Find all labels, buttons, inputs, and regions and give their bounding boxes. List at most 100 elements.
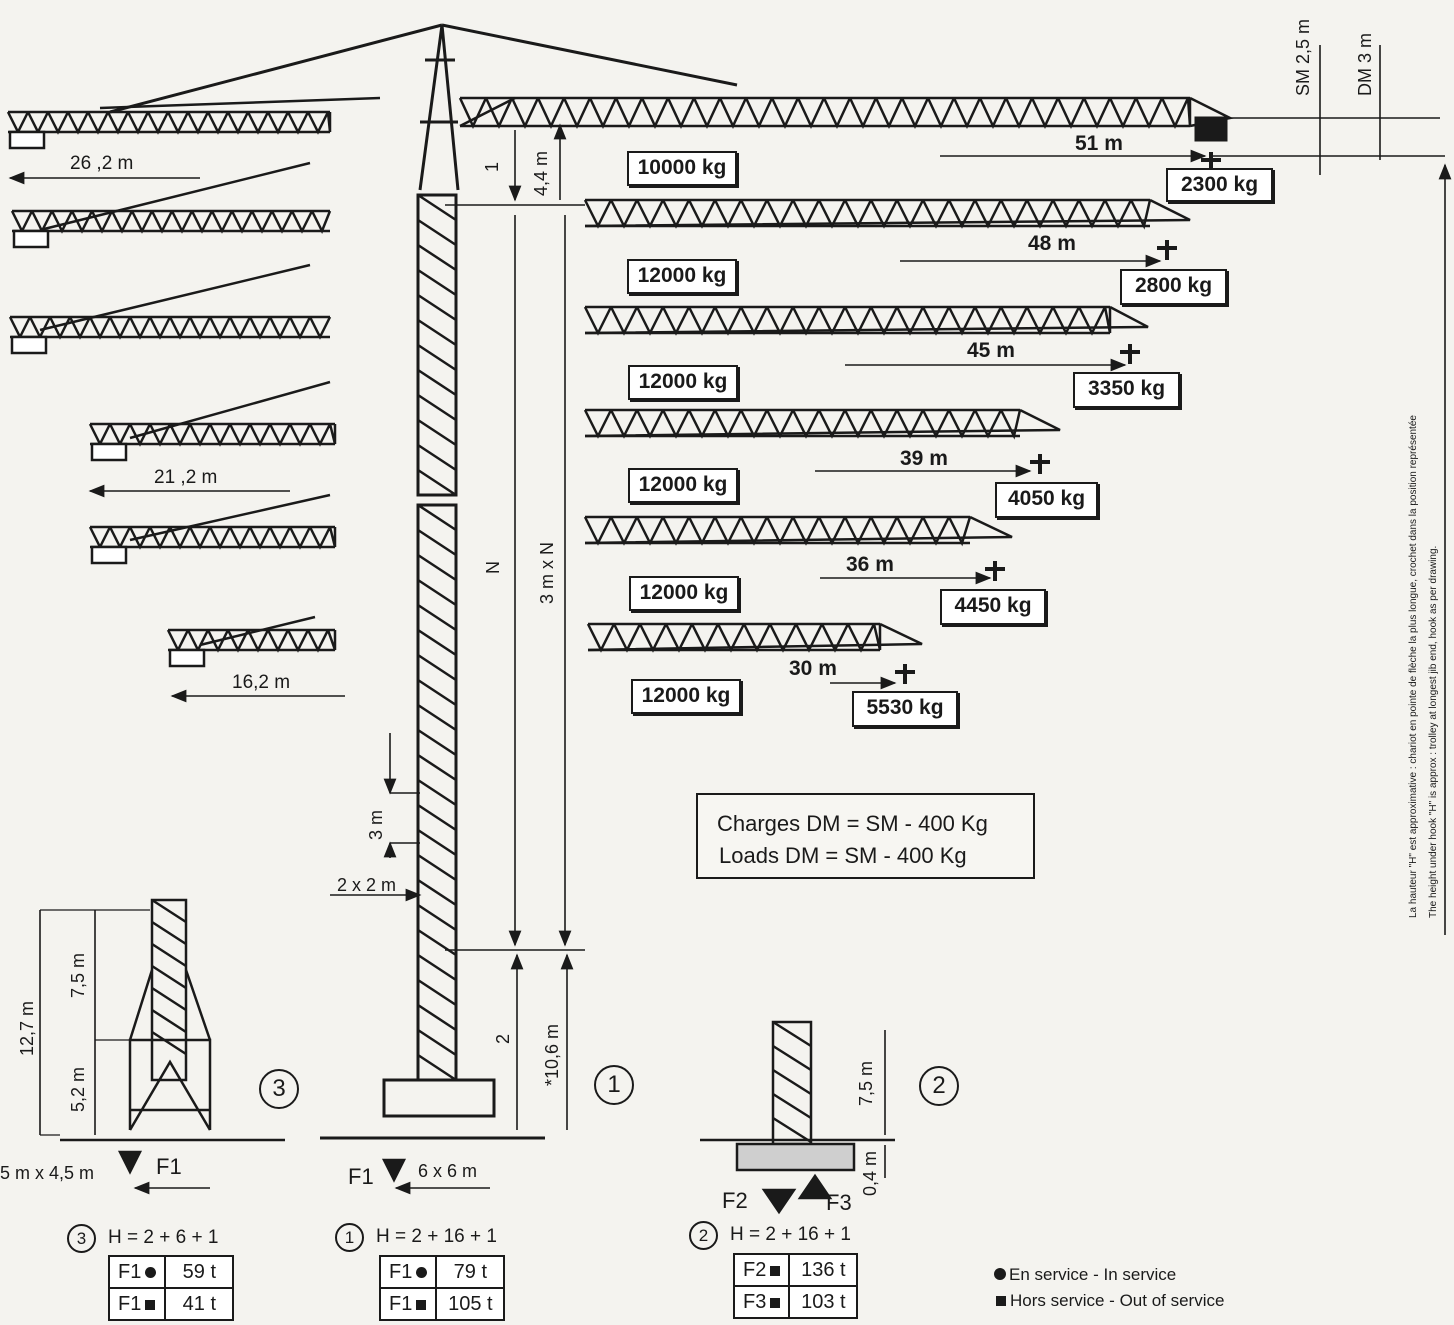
config3-row2-label: F1 (107, 1287, 167, 1321)
config3-row1-label: F1 (107, 1255, 167, 1289)
counter-jib-2-lacing (8, 316, 332, 340)
config2-lacing (772, 1020, 812, 1144)
max-load-48: 12000 kg (627, 259, 737, 294)
max-load-45: 12000 kg (628, 365, 738, 400)
jib-row-1-tip (584, 305, 1149, 335)
tip-load-36: 4450 kg (940, 589, 1046, 625)
counter-jib-4-lacing (88, 526, 337, 550)
legend-in-service: En service - In service (994, 1266, 1176, 1283)
config2-foundation (735, 1142, 856, 1172)
config3-formula: H = 2 + 6 + 1 (108, 1227, 219, 1248)
config1-row1-label: F1 (378, 1255, 438, 1289)
config2-formula: H = 2 + 16 + 1 (730, 1224, 851, 1245)
config3-base-size: 5 m x 4,5 m (0, 1163, 95, 1183)
mast-top-section: 1 (482, 161, 502, 172)
config3-upper-height: 7,5 m (68, 952, 88, 998)
hook-icon-1 (1157, 240, 1177, 260)
config3-dims (39, 910, 96, 1135)
hook-icon-5 (895, 664, 915, 684)
config3-force-arrow (117, 1150, 143, 1175)
config3-lacing (151, 898, 187, 1056)
config2-row2-label: F3 (732, 1285, 791, 1319)
config3-portal (128, 969, 212, 1131)
counterweight-0 (8, 130, 46, 150)
config2-force-up-arrow (797, 1173, 833, 1200)
counter-jib-tie-3 (129, 380, 331, 440)
config2-force-down: F2 (722, 1188, 748, 1213)
max-load-51: 10000 kg (627, 151, 737, 186)
mast-section-size: 2 x 2 m (337, 875, 397, 895)
sm-height: SM 2,5 m (1293, 18, 1313, 96)
counterweight-5 (168, 648, 206, 668)
in-service-dot-icon (994, 1268, 1006, 1280)
config1-formula-badge: 1 (335, 1223, 364, 1252)
counter-jibs (6, 96, 381, 668)
tip-load-30: 5530 kg (852, 691, 958, 727)
counter-jib-tie-0 (99, 96, 381, 110)
counterweight-2 (10, 335, 48, 355)
hook-icon-2 (1120, 344, 1140, 364)
config1-force-arrow (381, 1158, 407, 1183)
counter-jib-16: 16,2 m (232, 672, 291, 693)
jib-row-2-tip (584, 408, 1061, 438)
jib-51-lacing (458, 97, 1192, 129)
config2-formula-badge: 2 (689, 1221, 718, 1250)
jib-length-30: 30 m (789, 657, 837, 680)
counter-jib-26: 26 ,2 m (70, 153, 134, 174)
mast-top-height: 4,4 m (531, 150, 551, 196)
config3-badge: 3 (259, 1069, 299, 1109)
jib-row-4-tip (587, 622, 923, 652)
config2-row1-label: F2 (732, 1253, 791, 1287)
counter-jib-tie-1 (39, 161, 311, 232)
config2-row2-value: 103 t (788, 1285, 859, 1319)
jib-length-48: 48 m (1028, 232, 1076, 255)
load-note-box: Charges DM = SM - 400 Kg Loads DM = SM -… (696, 793, 1035, 879)
config1-formula: H = 2 + 16 + 1 (376, 1226, 497, 1247)
tip-load-45: 3350 kg (1073, 372, 1180, 408)
config1-row1-value: 79 t (435, 1255, 506, 1289)
base-size-config1: 6 x 6 m (418, 1161, 478, 1181)
mast-base-section: 2 (493, 1033, 513, 1044)
legend-out-of-service-text: Hors service - Out of service (1010, 1291, 1225, 1310)
tip-load-51: 2300 kg (1166, 168, 1273, 202)
config3-row1-value: 59 t (164, 1255, 235, 1289)
counter-jib-3-lacing (88, 423, 337, 447)
slewing-base (382, 1078, 496, 1118)
hook-icon-3 (1030, 454, 1050, 474)
counter-jib-tie-2 (39, 263, 311, 332)
config3-mast (150, 898, 188, 1082)
config1-row2-value: 105 t (435, 1287, 506, 1321)
mast-element: 3 m (366, 809, 386, 840)
counter-jib-0-lacing (6, 111, 332, 135)
counter-jib-21: 21 ,2 m (154, 467, 218, 488)
main-jibs (458, 96, 1234, 653)
jib-length-51: 51 m (1075, 132, 1123, 155)
config1-force: F1 (348, 1164, 374, 1189)
config1-row2-label: F1 (378, 1287, 438, 1321)
dimension-lines (8, 45, 1452, 1195)
base-configurations (39, 898, 895, 1215)
config3-row2-value: 41 t (164, 1287, 235, 1321)
mast-base-height: *10,6 m (542, 1023, 562, 1086)
counterweight-3 (90, 442, 128, 462)
side-note-en: The height under hook "H" is approx : tr… (1428, 545, 1439, 918)
mast-section-n: N (483, 561, 503, 574)
config2-row1-value: 136 t (788, 1253, 859, 1287)
mast-head (418, 24, 460, 191)
mast-section-height: 3 m x N (537, 541, 557, 604)
mast-lacing (417, 193, 457, 1082)
jib-length-39: 39 m (900, 447, 948, 470)
config3-total-height: 12,7 m (17, 1000, 37, 1056)
side-note-fr: La hauteur "H" est approximative : chari… (1408, 415, 1419, 918)
config1-badge: 1 (594, 1065, 634, 1105)
config2-upper-height: 7,5 m (856, 1060, 876, 1106)
note-charges: Charges DM = SM - 400 Kg (717, 811, 988, 836)
config2-badge: 2 (919, 1066, 959, 1106)
config3-lower-height: 5,2 m (68, 1066, 88, 1112)
